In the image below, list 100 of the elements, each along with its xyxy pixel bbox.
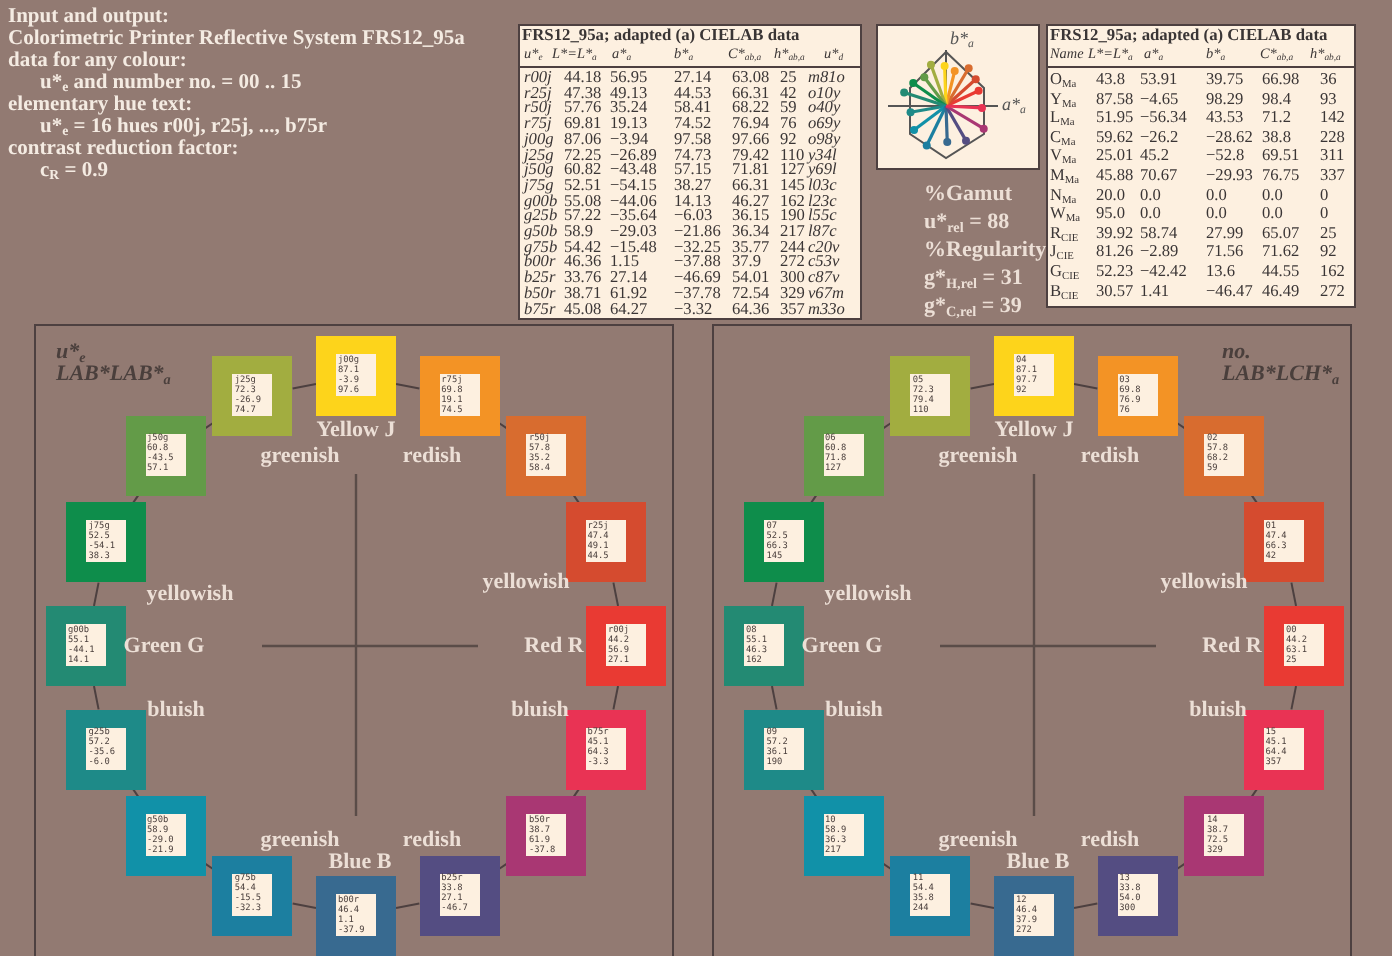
table-cell: 127	[780, 162, 805, 179]
color-patch	[1243, 502, 1324, 583]
color-patch	[316, 336, 396, 416]
connector-line	[291, 902, 317, 910]
table-cell: 81.26	[1096, 244, 1134, 261]
table-cell: 36	[1320, 72, 1337, 88]
color-patch	[803, 415, 884, 496]
table-cell: −56.34	[1140, 110, 1187, 127]
connector-line	[969, 382, 995, 390]
hue-word: yellowish	[482, 570, 570, 594]
table-cell: 30.57	[1096, 283, 1134, 300]
connector-line	[92, 685, 100, 711]
hue-word: greenish	[938, 444, 1018, 468]
color-patch	[890, 356, 971, 437]
table-cell: 45.88	[1096, 168, 1134, 184]
table-cell: −35.64	[610, 208, 657, 225]
table-cell: 63.08	[732, 70, 770, 86]
table-cell: 35.77	[732, 239, 770, 256]
table-cell: 79.42	[732, 147, 770, 163]
table-cell: g25b	[524, 208, 558, 225]
table-cell: 76	[780, 116, 797, 133]
hue-word: redish	[1080, 828, 1140, 852]
color-patch	[565, 502, 646, 583]
table-cell: 60.82	[564, 162, 602, 179]
table-cell: 39.92	[1096, 225, 1134, 242]
connector-line	[770, 581, 778, 607]
table-cell: b75r	[524, 301, 556, 317]
table-cell: 52.23	[1096, 264, 1134, 280]
table-cell: 53.91	[1140, 72, 1178, 88]
table-cell: 1.15	[610, 254, 640, 271]
hue-word: bluish	[147, 698, 205, 722]
table-cell: 46.49	[1262, 283, 1300, 300]
hue-word: bluish	[825, 698, 883, 722]
color-patch	[744, 709, 825, 790]
frame-title: LAB*LAB*$_{a}$	[56, 364, 171, 386]
table-cell: 45.08	[564, 301, 602, 317]
table-cell: M$_{Ma}$	[1050, 168, 1080, 184]
table-cell: 61.92	[610, 285, 648, 302]
hue-word: redish	[402, 444, 462, 468]
color-patch	[419, 356, 500, 437]
hue-word: greenish	[938, 828, 1018, 852]
table-cell: 217	[780, 224, 805, 240]
table-cell: 57.76	[564, 100, 602, 117]
table-cell: −2.89	[1140, 244, 1179, 261]
hue-word: bluish	[511, 698, 569, 722]
table-cell: 110	[780, 147, 805, 163]
color-patch	[125, 796, 206, 877]
gamut-text: u*$_{rel}$ = 88	[924, 208, 1010, 236]
connector-line	[291, 382, 317, 390]
table-cell: r75j	[524, 116, 552, 133]
table-cell: 69.81	[564, 116, 602, 133]
hue-word: greenish	[260, 444, 340, 468]
hue-word: yellowish	[146, 582, 234, 606]
table-cell: 1.41	[1140, 283, 1170, 300]
table-cell: O$_{Ma}$	[1050, 72, 1077, 88]
heading-text: Input and output:	[8, 6, 170, 28]
table-cell: 93	[1320, 91, 1337, 108]
connector-line	[612, 685, 620, 711]
table-cell: 51.95	[1096, 110, 1134, 127]
table-cell: R$_{CIE}$	[1050, 225, 1079, 242]
table-cell: 14.13	[674, 193, 712, 210]
table-cell: 337	[1320, 168, 1345, 184]
table-cell: l55c	[808, 208, 837, 225]
connector-line	[395, 382, 421, 390]
table-cell: −29.93	[1206, 168, 1253, 184]
diagram-frame	[34, 324, 674, 956]
table-cell: 0.0	[1206, 187, 1227, 204]
table-cell: 25	[780, 70, 797, 86]
table-cell: 57.22	[564, 208, 602, 225]
table-cell: 244	[780, 239, 805, 256]
connector-line	[1290, 581, 1298, 607]
color-patch	[316, 876, 396, 956]
color-patch	[506, 415, 587, 496]
axis-label: a*$_{a}$	[1002, 94, 1026, 114]
table-cell: 71.62	[1262, 244, 1300, 261]
axis-label: b*$_{a}$	[950, 28, 974, 48]
hue-word: Blue B	[1006, 850, 1070, 874]
connector-line	[92, 581, 100, 607]
color-patch	[1243, 709, 1324, 790]
table-cell: 0	[1320, 206, 1329, 223]
table-cell: 329	[780, 285, 805, 302]
table-cell: y34l	[808, 147, 837, 163]
table-cell: 272	[780, 254, 805, 271]
table-cell: y69l	[808, 162, 837, 179]
heading-text: Colorimetric Printer Reflective System FRS12_95a	[8, 28, 465, 50]
table-cell: −29.03	[610, 224, 657, 240]
color-patch	[1184, 796, 1265, 877]
table-cell: B$_{CIE}$	[1050, 283, 1079, 300]
table-cell: −37.88	[674, 254, 721, 271]
table-cell: 49.13	[610, 85, 648, 102]
hue-word: redish	[1080, 444, 1140, 468]
table-cell: 38.27	[674, 177, 712, 194]
color-patch	[212, 855, 293, 936]
table-cell: o69y	[808, 116, 841, 133]
table-cell: 56.95	[610, 70, 648, 86]
table-cell: 71.56	[1206, 244, 1244, 261]
table-cell: −44.06	[610, 193, 657, 210]
hue-word: Red R	[1202, 634, 1262, 658]
table-cell: b25r	[524, 270, 556, 287]
table-cell: 92	[780, 131, 797, 148]
